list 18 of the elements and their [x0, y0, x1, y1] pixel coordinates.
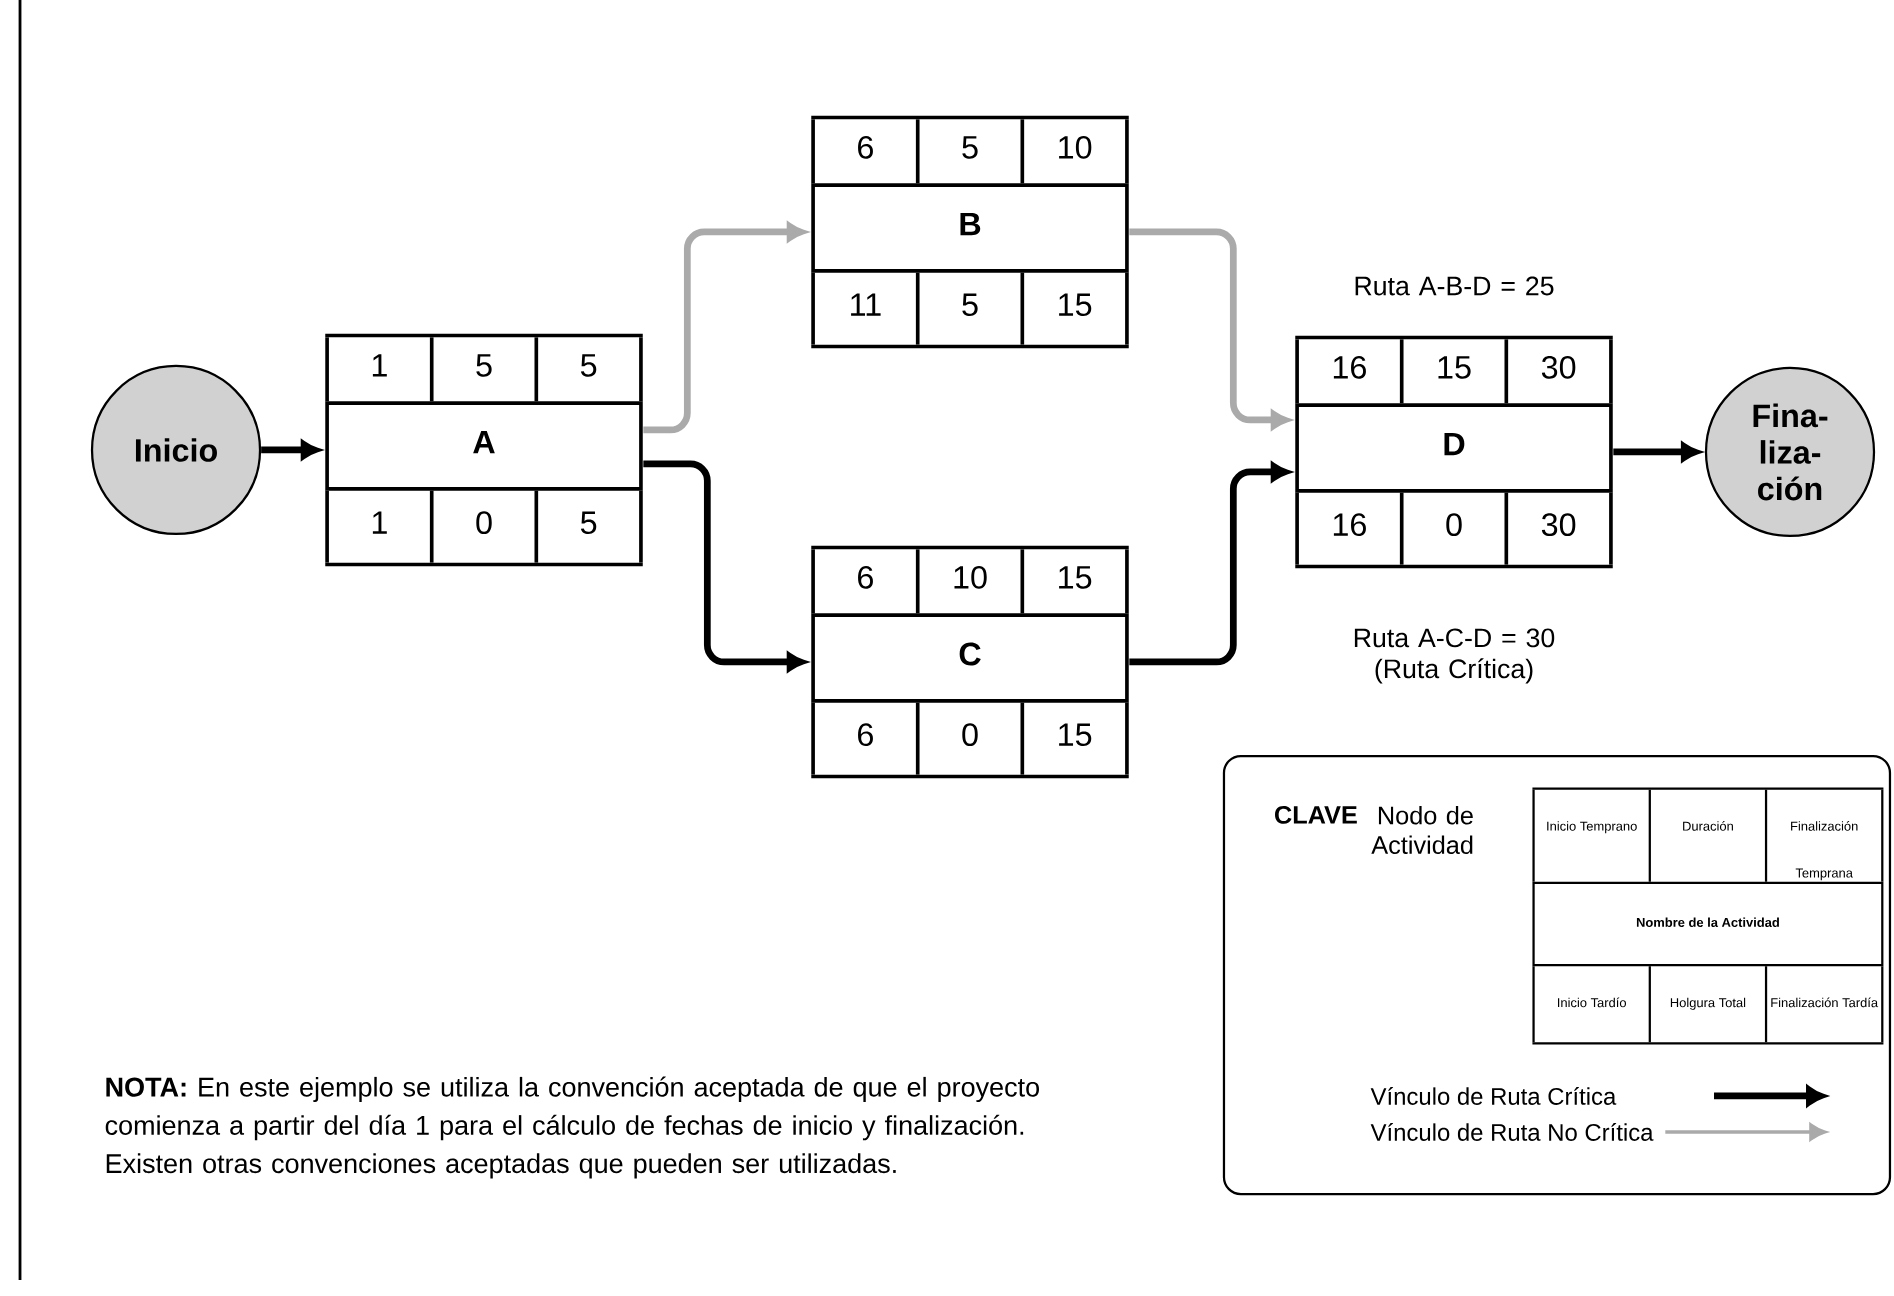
activity-node: 16 15 30 D 16 0 30: [1295, 335, 1613, 569]
activity-node: 6 10 15 C 6 0 15: [811, 545, 1129, 779]
arrow: [643, 460, 806, 672]
arrow: [1129, 228, 1290, 430]
key-label: Nodo de Actividad: [1371, 805, 1473, 855]
legend-text: Vínculo de Ruta No Crítica: [1370, 1123, 1654, 1141]
legend-text: Vínculo de Ruta Crítica: [1370, 1087, 1617, 1105]
key-panel: [1222, 754, 1892, 1196]
note-text: NOTA: En este ejemplo se utiliza la convención aceptada de que el proyecto comienza a partir del día 1 para el cálculo de fechas de inicio y finalización. Existen otras convenciones aceptadas que pueden ser utilizadas.: [105, 1076, 1039, 1179]
path-note: Ruta A-C-D = 30 (Ruta Crítica): [1354, 628, 1555, 684]
activity-node: 1 5 5 A 1 0 5: [325, 333, 643, 567]
path-note: Ruta A-B-D = 25: [1355, 276, 1554, 296]
key-title: CLAVE: [1275, 805, 1357, 824]
arrow: [261, 440, 320, 460]
arrow: [643, 222, 806, 434]
arrow: [1129, 462, 1290, 666]
activity-node: 6 5 10 B 11 5 15: [811, 115, 1129, 349]
arrow: [1613, 442, 1700, 462]
